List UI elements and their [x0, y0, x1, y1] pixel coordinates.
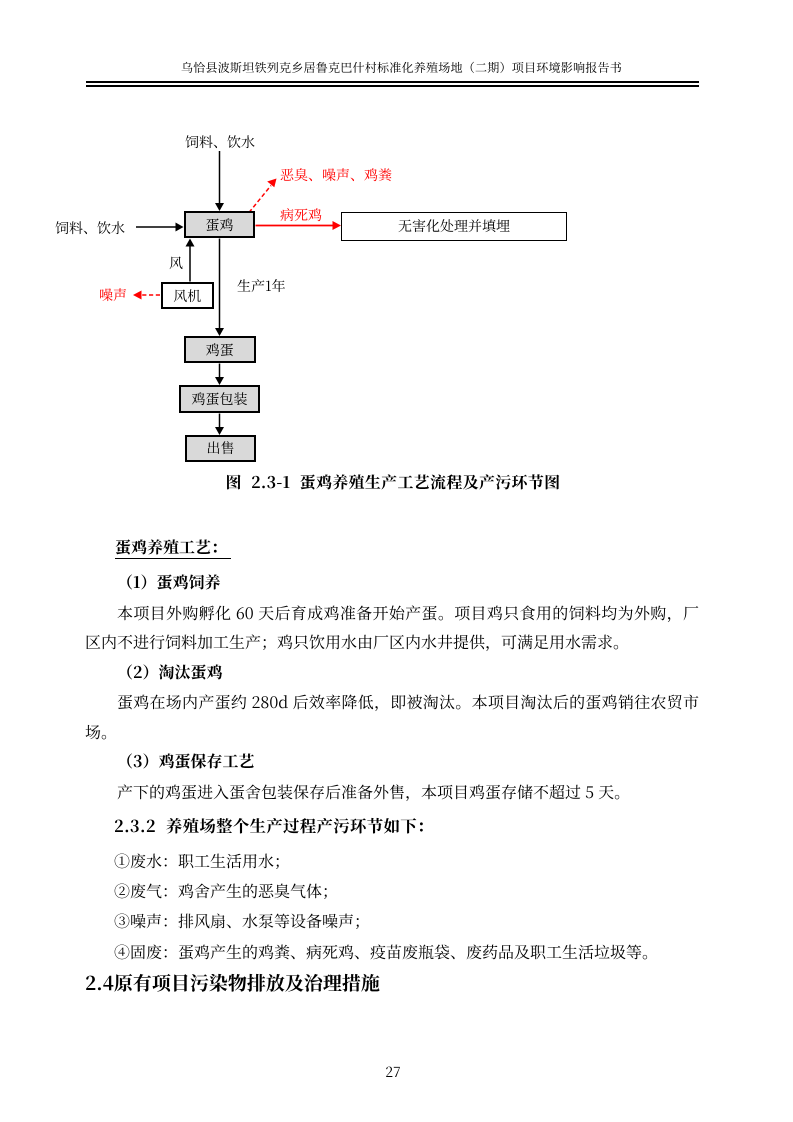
node-fan: 风机: [161, 282, 214, 309]
arrow-hen-to-odor: [248, 178, 277, 213]
arrow-egg-to-packing: [215, 363, 224, 385]
section-1-line-2: 区内不进行饲料加工生产；鸡只饮用水由厂区内水井提供，可满足用水需求。: [85, 629, 630, 653]
node-egg: 鸡蛋: [183, 336, 256, 363]
label-dead-hen: 病死鸡: [280, 204, 322, 225]
pollution-item-2: ②废气：鸡舍产生的恶臭气体；: [114, 879, 339, 902]
header-title: 乌恰县波斯坦铁列克乡居鲁克巴什村标准化养殖场地（二期）项目环境影响报告书: [180, 59, 623, 76]
figure-caption: 图 2.3-1 蛋鸡养殖生产工艺流程及产污环节图: [225, 470, 561, 493]
node-hen: 蛋鸡: [184, 211, 255, 238]
label-wind: 风: [169, 252, 183, 273]
arrowhead: [332, 221, 341, 230]
node-egg-packing: 鸡蛋包装: [179, 385, 260, 413]
arrow-fan-to-hen: [185, 238, 195, 282]
arrowhead: [215, 203, 224, 211]
section-232-title: 2.3.2 养殖场整个生产过程产污环节如下：: [114, 813, 434, 837]
section-2-title: （2）淘汰蛋鸡: [117, 659, 223, 683]
arrow-fan-to-noise: [133, 290, 160, 300]
section-3-title: （3）鸡蛋保存工艺: [117, 749, 255, 772]
node-disposal: 无害化处理并填埋: [341, 211, 567, 241]
arrowhead: [175, 222, 184, 232]
pollution-item-1: ①废水：职工生活用水；: [114, 849, 291, 872]
header-double-rule: [86, 81, 699, 87]
node-sale: 出售: [185, 435, 256, 462]
label-feed-water-top: 饲料、饮水: [185, 131, 255, 152]
arrowhead: [133, 290, 142, 300]
arrowhead: [267, 178, 277, 188]
section-1-line-1: 本项目外购孵化 60 天后育成鸡准备开始产蛋。项目鸡只食用的饲料均为外购，厂: [117, 600, 699, 624]
arrow-hen-to-egg: [215, 238, 224, 336]
section-2-line-2: 场。: [85, 719, 118, 743]
craft-title: 蛋鸡养殖工艺：: [115, 534, 232, 559]
arrowhead: [215, 377, 224, 385]
arrowhead: [185, 238, 195, 247]
arrow-feed-top-to-hen: [215, 151, 224, 211]
label-noise: 噪声: [99, 285, 127, 305]
label-odor-noise-manure: 恶臭、噪声、鸡粪: [280, 164, 392, 185]
pollution-item-3: ③噪声：排风扇、水泵等设备噪声；: [114, 909, 371, 932]
label-feed-water-left: 饲料、饮水: [55, 217, 125, 238]
pollution-item-4: ④固废：蛋鸡产生的鸡粪、病死鸡、疫苗废瓶袋、废药品及职工生活垃圾等。: [114, 939, 659, 963]
section-2-line-1: 蛋鸡在场内产蛋约 280d 后效率降低，即被淘汰。本项目淘汰后的蛋鸡销往农贸市: [117, 689, 699, 713]
arrow-packing-to-sale: [215, 413, 224, 435]
label-production-period: 生产1年: [237, 275, 286, 296]
arrowhead: [215, 427, 224, 435]
section-1-title: （1）蛋鸡饲养: [117, 569, 221, 593]
section-24-heading: 2.4原有项目污染物排放及治理措施: [85, 968, 380, 996]
arrow-shaft: [248, 185, 272, 213]
arrow-feed-left-to-hen: [136, 222, 184, 232]
section-3-line-1: 产下的鸡蛋进入蛋舍包装保存后准备外售，本项目鸡蛋存储不超过 5 天。: [117, 779, 631, 803]
arrowhead: [215, 328, 224, 336]
page-number: 27: [385, 1062, 401, 1082]
